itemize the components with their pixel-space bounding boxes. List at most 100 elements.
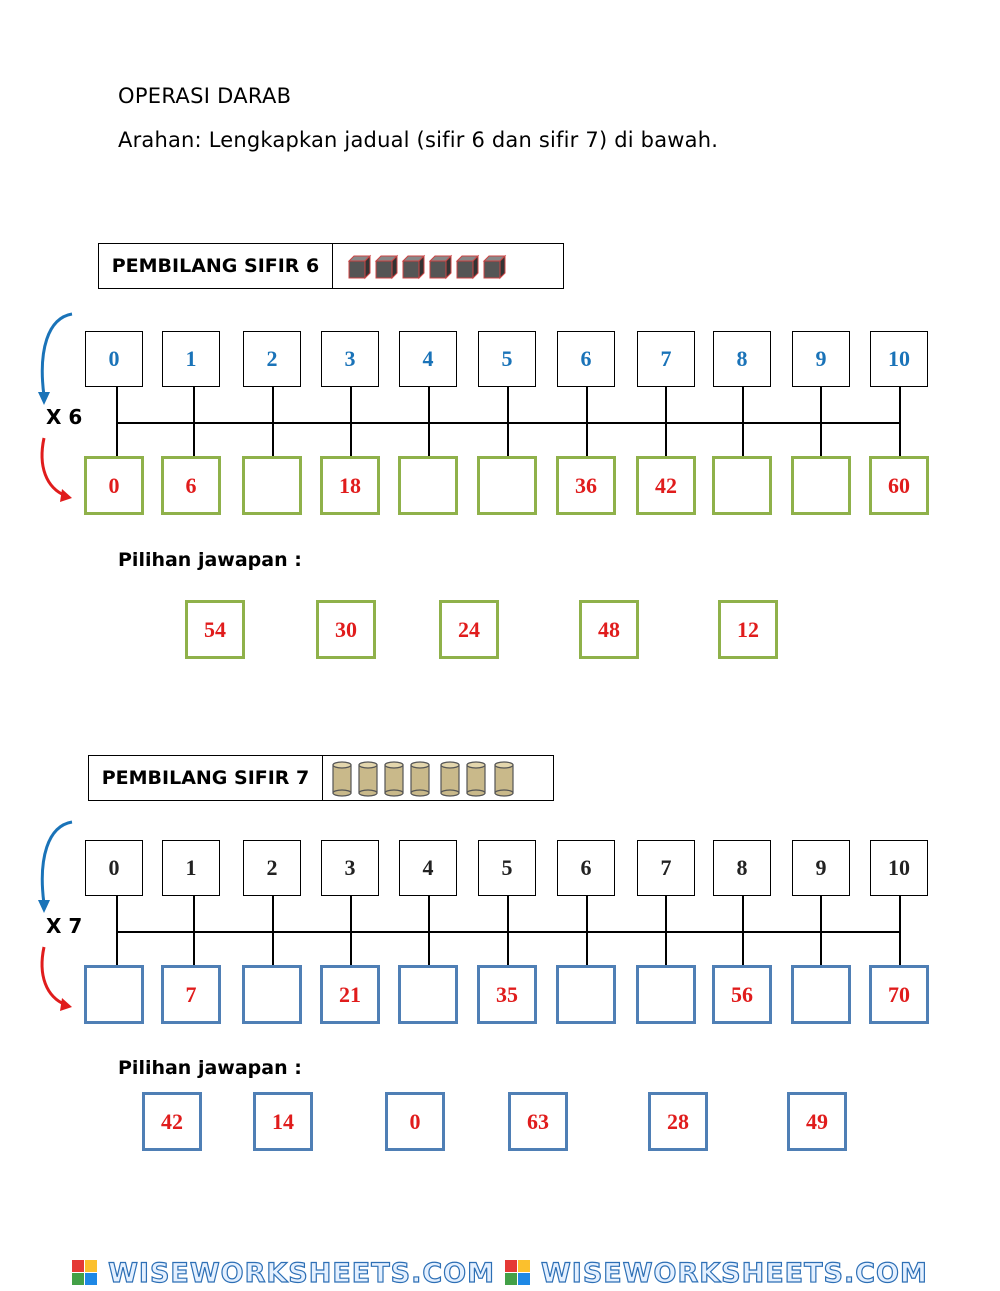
answer-choice-tile[interactable]: 49	[787, 1092, 847, 1151]
answer-slot[interactable]	[636, 965, 696, 1024]
blue-curved-arrow-icon	[38, 312, 73, 405]
connector-tick	[193, 387, 195, 457]
answer-choice-tile[interactable]: 30	[316, 600, 376, 659]
connector-tick	[507, 387, 509, 457]
top-number-box: 3	[321, 840, 379, 896]
connector-tick	[507, 896, 509, 966]
footer-text: WISEWORKSHEETS.COM	[108, 1257, 495, 1289]
header-sifir-6: PEMBILANG SIFIR 6	[98, 243, 564, 289]
instruction-text: Arahan: Lengkapkan jadual (sifir 6 dan s…	[118, 128, 719, 152]
header-label-6: PEMBILANG SIFIR 6	[99, 244, 333, 288]
answer-slot[interactable]	[712, 456, 772, 515]
connector-tick	[193, 896, 195, 966]
cube-counters	[333, 244, 517, 288]
answer-choice-tile[interactable]: 28	[648, 1092, 708, 1151]
connector-tick	[272, 387, 274, 457]
connector-tick	[586, 896, 588, 966]
top-number-box: 9	[792, 331, 850, 387]
answer-choice-tile[interactable]: 54	[185, 600, 245, 659]
answer-choice-tile[interactable]: 24	[439, 600, 499, 659]
footer-watermark: WISEWORKSHEETS.COM WISEWORKSHEETS.COM	[0, 1255, 1000, 1291]
answer-slot[interactable]	[242, 456, 302, 515]
multiplier-label-6: X 6	[46, 405, 83, 429]
blue-curved-arrow-icon	[38, 820, 73, 913]
connector-tick	[820, 387, 822, 457]
connector-tick	[665, 387, 667, 457]
answer-slot[interactable]	[398, 965, 458, 1024]
cylinder-counters	[323, 756, 531, 800]
red-curved-arrow-icon	[40, 946, 72, 1011]
multiplier-label-7: X 7	[46, 914, 83, 938]
connector-tick	[428, 387, 430, 457]
top-number-box: 10	[870, 840, 928, 896]
answer-slot[interactable]: 36	[556, 456, 616, 515]
answer-slot[interactable]	[791, 965, 851, 1024]
answer-slot[interactable]	[84, 965, 144, 1024]
top-number-box: 7	[637, 331, 695, 387]
connector-tick	[350, 387, 352, 457]
connector-tick	[350, 896, 352, 966]
red-curved-arrow-icon	[40, 437, 72, 502]
connector-tick	[116, 896, 118, 966]
answer-slot[interactable]: 56	[712, 965, 772, 1024]
connector-tick	[742, 387, 744, 457]
top-number-box: 1	[162, 331, 220, 387]
connector-tick	[742, 896, 744, 966]
answer-slot[interactable]: 42	[636, 456, 696, 515]
answer-slot[interactable]: 6	[161, 456, 221, 515]
answer-slot[interactable]: 18	[320, 456, 380, 515]
answer-slot[interactable]: 0	[84, 456, 144, 515]
answer-slot[interactable]: 60	[869, 456, 929, 515]
connector-tick	[899, 387, 901, 457]
connector-tick	[820, 896, 822, 966]
answer-slot[interactable]	[242, 965, 302, 1024]
answer-choice-tile[interactable]: 63	[508, 1092, 568, 1151]
top-number-box: 5	[478, 331, 536, 387]
top-number-box: 4	[399, 331, 457, 387]
page-title: OPERASI DARAB	[118, 84, 292, 108]
choices-label-7: Pilihan jawapan :	[118, 1057, 302, 1079]
top-number-box: 10	[870, 331, 928, 387]
top-number-box: 9	[792, 840, 850, 896]
cubes-icon	[347, 254, 507, 280]
footer-text: WISEWORKSHEETS.COM	[540, 1257, 928, 1289]
answer-slot[interactable]	[477, 456, 537, 515]
top-number-box: 3	[321, 331, 379, 387]
top-number-box: 8	[713, 331, 771, 387]
connector-tick	[899, 896, 901, 966]
connector-tick	[665, 896, 667, 966]
top-number-box: 2	[243, 840, 301, 896]
top-number-box: 2	[243, 331, 301, 387]
connector-tick	[428, 896, 430, 966]
top-number-box: 0	[85, 840, 143, 896]
choices-label-6: Pilihan jawapan :	[118, 549, 302, 571]
answer-choice-tile[interactable]: 0	[385, 1092, 445, 1151]
header-label-7: PEMBILANG SIFIR 7	[89, 756, 323, 800]
header-sifir-7: PEMBILANG SIFIR 7	[88, 755, 554, 801]
connector-tick	[116, 387, 118, 457]
answer-choice-tile[interactable]: 14	[253, 1092, 313, 1151]
answer-choice-tile[interactable]: 12	[718, 600, 778, 659]
connector-tick	[586, 387, 588, 457]
answer-slot[interactable]: 7	[161, 965, 221, 1024]
top-number-box: 0	[85, 331, 143, 387]
top-number-box: 7	[637, 840, 695, 896]
answer-choice-tile[interactable]: 48	[579, 600, 639, 659]
answer-slot[interactable]: 21	[320, 965, 380, 1024]
top-number-box: 6	[557, 331, 615, 387]
connector-tick	[272, 896, 274, 966]
wise-logo-icon	[505, 1260, 530, 1285]
answer-slot[interactable]: 70	[869, 965, 929, 1024]
top-number-box: 1	[162, 840, 220, 896]
answer-choice-tile[interactable]: 42	[142, 1092, 202, 1151]
wise-logo-icon	[72, 1260, 98, 1285]
answer-slot[interactable]	[791, 456, 851, 515]
top-number-box: 6	[557, 840, 615, 896]
top-number-box: 4	[399, 840, 457, 896]
top-number-box: 8	[713, 840, 771, 896]
cylinders-icon	[332, 761, 514, 797]
answer-slot[interactable]	[556, 965, 616, 1024]
answer-slot[interactable]	[398, 456, 458, 515]
answer-slot[interactable]: 35	[477, 965, 537, 1024]
top-number-box: 5	[478, 840, 536, 896]
